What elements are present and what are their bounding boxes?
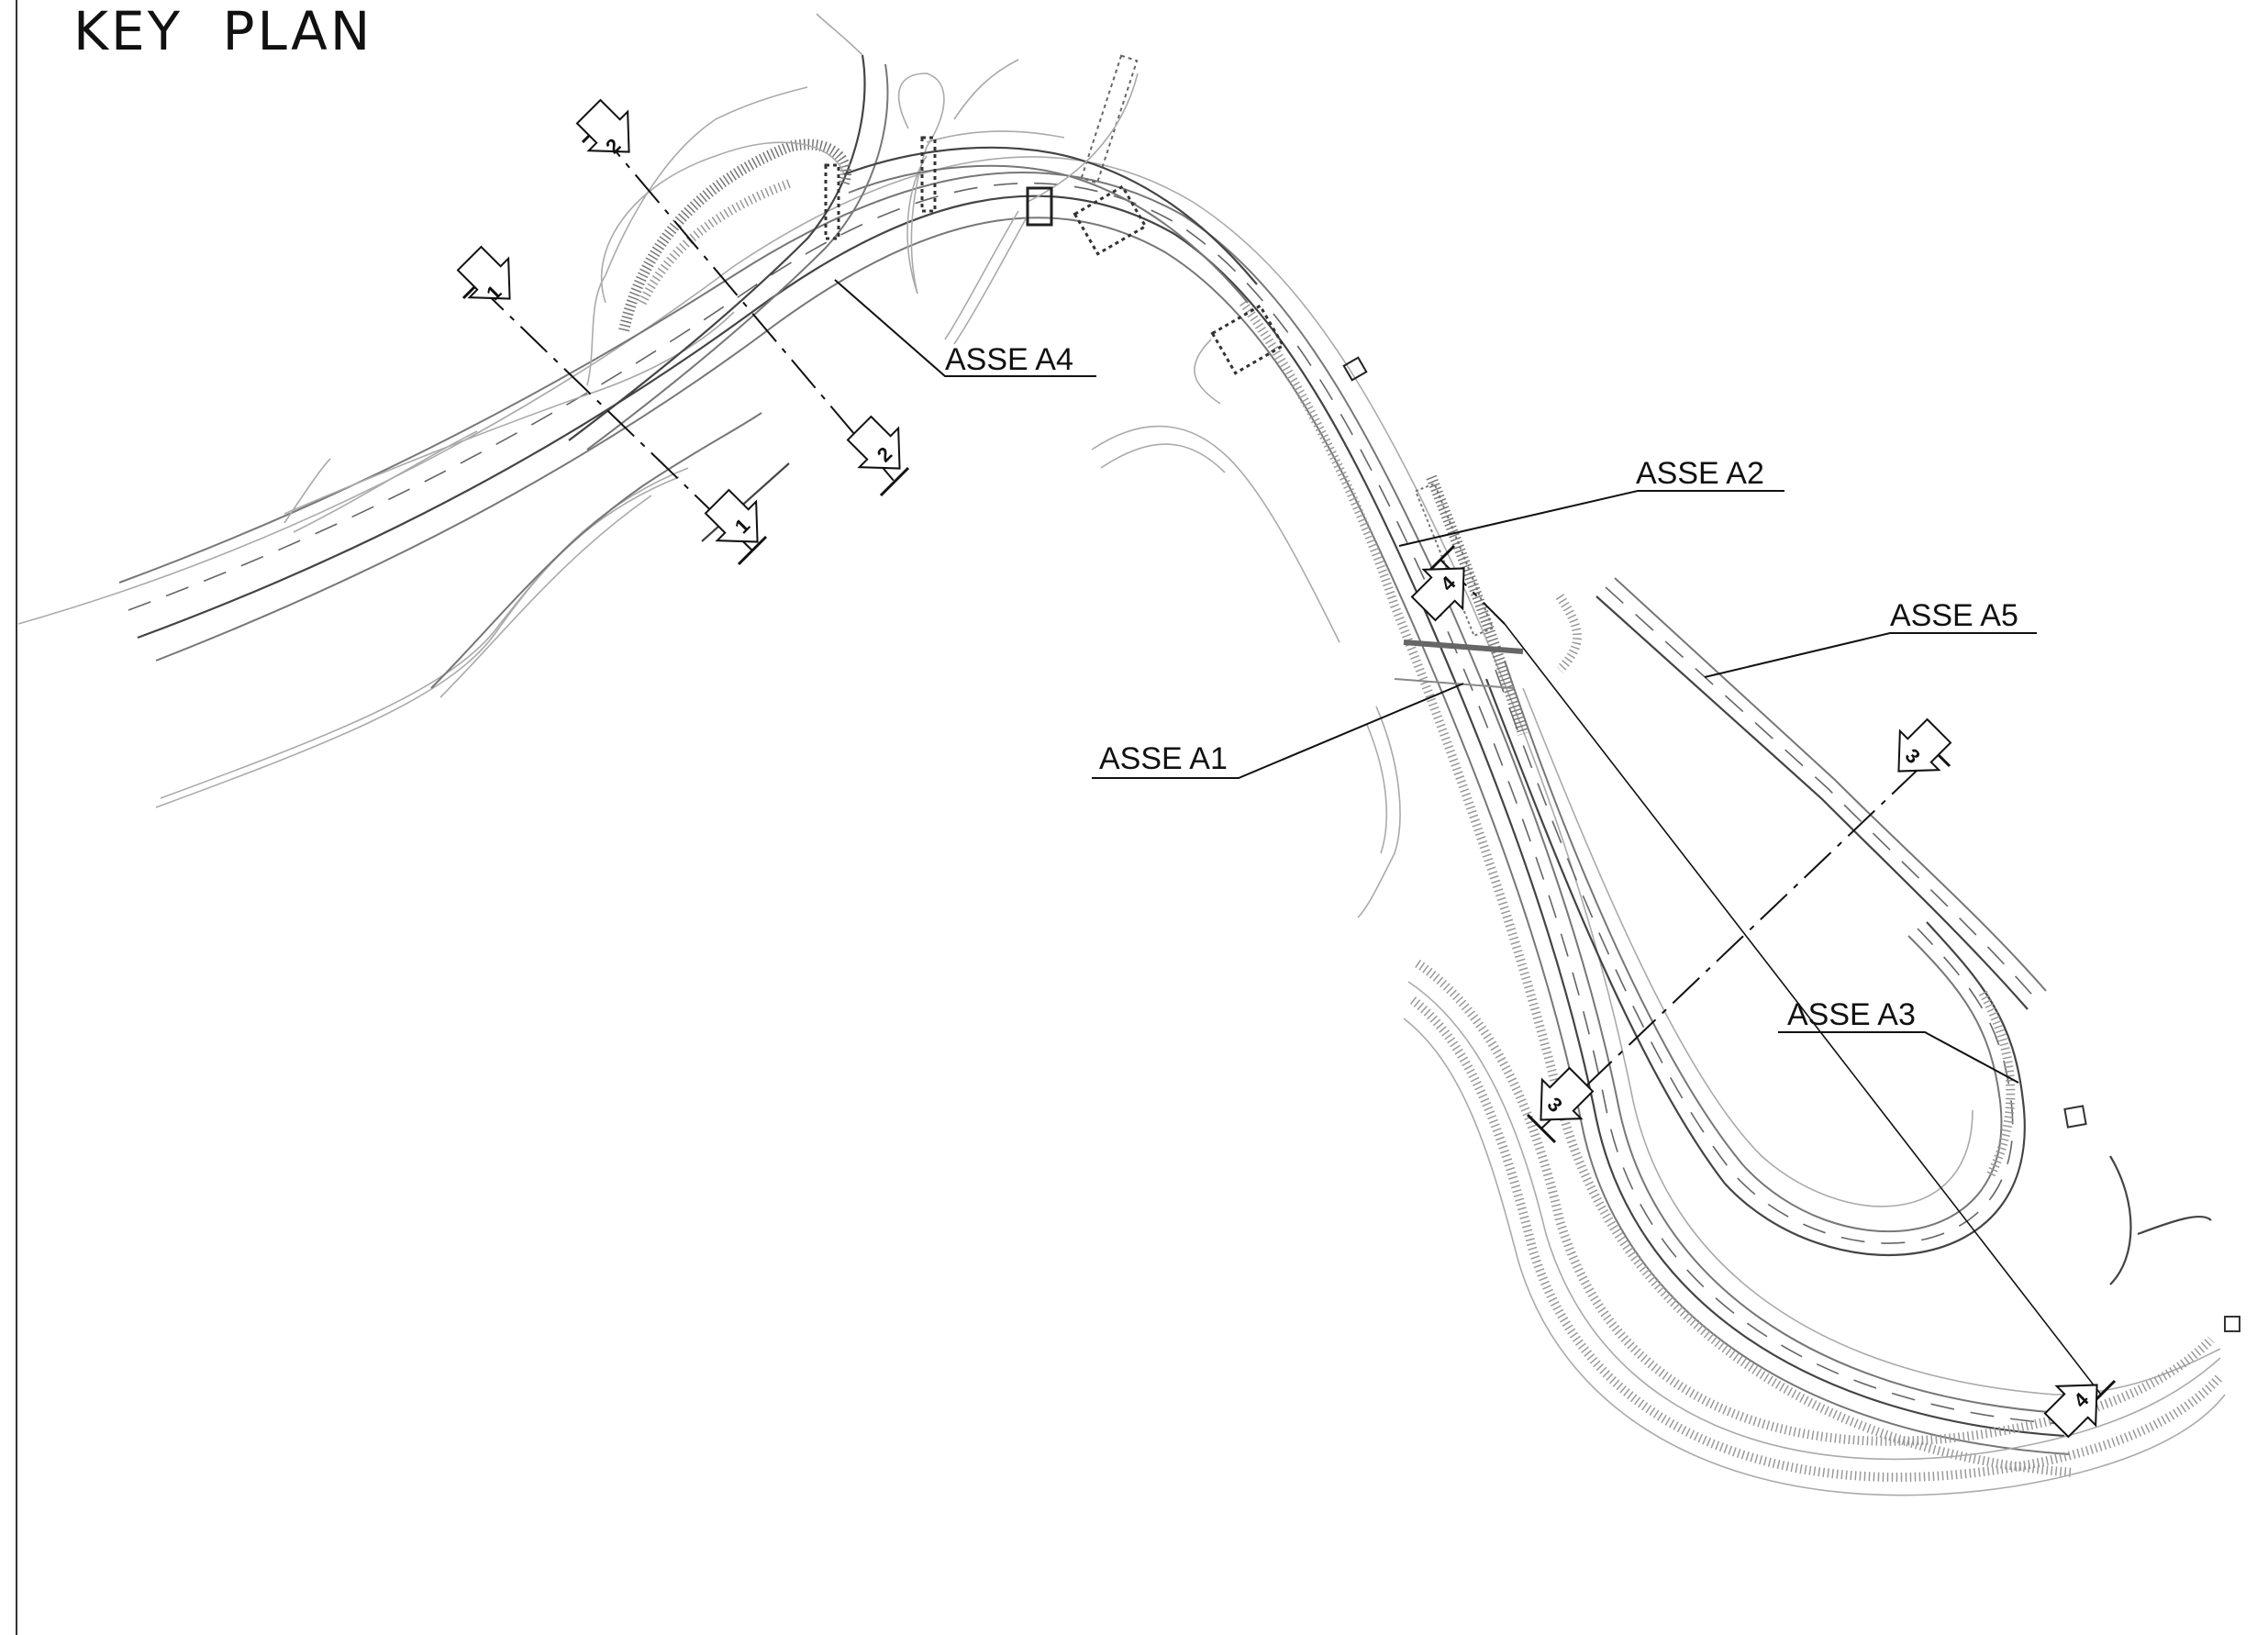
- asse-a4-interchange: [284, 13, 1028, 524]
- left-branches: [155, 311, 790, 808]
- asse-a1-label: ASSE A1: [1099, 741, 1228, 776]
- section-marker-1-top: [456, 245, 511, 300]
- asse-a2-callout: ASSE A2: [1398, 456, 1784, 547]
- asse-a2-label: ASSE A2: [1636, 456, 1764, 491]
- section-marker-2-top: [575, 98, 630, 153]
- asse-a3-callout: ASSE A3: [1778, 997, 2019, 1084]
- asse-a5-road: [1555, 577, 2087, 1129]
- section-marker-1-bottom: [704, 488, 759, 543]
- section-marker-3-top: [1897, 717, 1952, 773]
- asse-a5-label: ASSE A5: [1890, 598, 2018, 633]
- section-marker-3-bottom: [1540, 1066, 1595, 1121]
- section-marker-4-top: [1410, 567, 1465, 622]
- main-road: [17, 156, 2221, 1477]
- asse-a3-label: ASSE A3: [1787, 997, 1916, 1032]
- outer-roads: [1403, 959, 2240, 1496]
- asse-a3-loop: [1484, 660, 2026, 1256]
- section-marker-2-bottom: [846, 415, 901, 470]
- asse-a4-callout: ASSE A4: [834, 279, 1096, 377]
- key-plan-title: KEY PLAN: [73, 0, 373, 62]
- upper-curve: [843, 130, 1258, 304]
- asse-a5-callout: ASSE A5: [1704, 598, 2037, 678]
- section-marker-4-bottom: [2043, 1384, 2098, 1439]
- asse-a4-label: ASSE A4: [945, 342, 1073, 377]
- asse-a1-callout: ASSE A1: [1092, 683, 1464, 779]
- ramp-markings: [824, 54, 1524, 918]
